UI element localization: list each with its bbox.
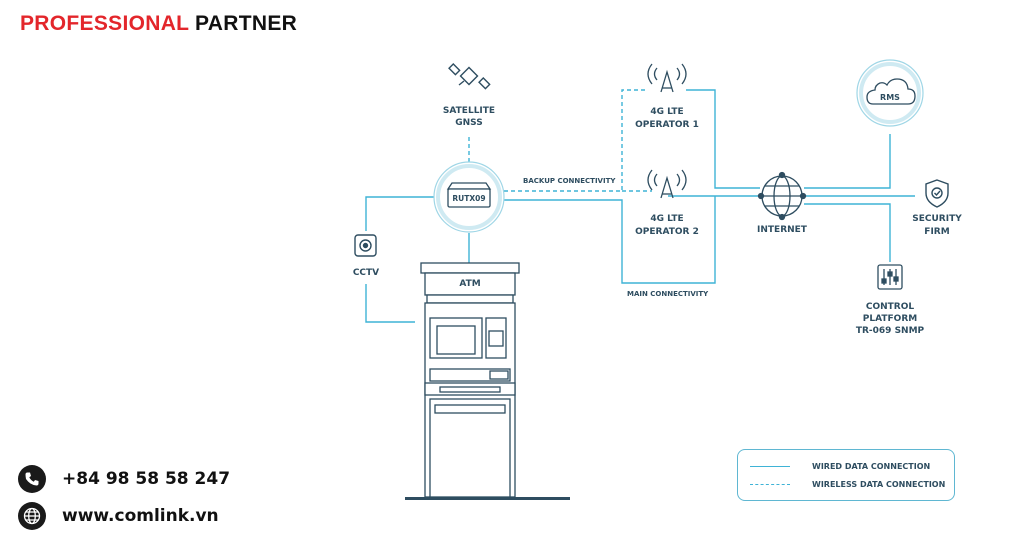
shield-icon (925, 179, 949, 208)
contact-phone[interactable]: +84 98 58 58 247 (18, 465, 230, 493)
router-icon (446, 182, 492, 208)
op2-label-1: 4G LTE (650, 214, 683, 224)
control-label-3: TR-069 SNMP (856, 326, 925, 336)
cell-tower-icon-op1 (647, 63, 687, 93)
globe-icon (757, 171, 807, 221)
phone-icon (18, 465, 46, 493)
security-label-1: SECURITY (912, 214, 962, 224)
satellite-label-1: SATELLITE (443, 106, 495, 116)
atm-label: ATM (459, 279, 480, 289)
wired-line-main (504, 196, 716, 284)
op2-label-2: OPERATOR 2 (635, 227, 699, 237)
contact-website[interactable]: www.comlink.vn (18, 502, 219, 530)
router-label: RUTX09 (452, 194, 485, 203)
legend-wired-swatch (750, 466, 790, 467)
op1-label-1: 4G LTE (650, 107, 683, 117)
legend-wireless-label: WIRELESS DATA CONNECTION (812, 480, 946, 489)
legend-box: WIRED DATA CONNECTION WIRELESS DATA CONN… (737, 449, 955, 501)
security-label-2: FIRM (924, 227, 949, 237)
cctv-icon (354, 234, 377, 257)
internet-label: INTERNET (757, 225, 808, 235)
satellite-icon (448, 63, 491, 90)
wired-line-control (804, 203, 891, 262)
connection-lines (365, 89, 915, 323)
phone-number: +84 98 58 58 247 (62, 469, 231, 489)
brand-part-2: PARTNER (195, 12, 298, 35)
sliders-icon (877, 264, 903, 290)
cloud-icon (866, 78, 916, 105)
brand-part-1: PROFESSIONAL (20, 12, 189, 35)
wired-line-rms (804, 134, 891, 189)
globe-web-icon (18, 502, 46, 530)
control-label-2: PLATFORM (863, 314, 917, 324)
cctv-label: CCTV (353, 268, 379, 278)
cell-tower-icon-op2 (647, 169, 687, 199)
brand-title: PROFESSIONAL PARTNER (20, 12, 297, 36)
satellite-label-2: GNSS (455, 118, 482, 128)
wired-line-cctv-atm (365, 284, 415, 323)
website-url: www.comlink.vn (62, 506, 219, 526)
legend-wired: WIRED DATA CONNECTION (750, 462, 930, 471)
main-connectivity-label: MAIN CONNECTIVITY (627, 290, 709, 298)
legend-wired-label: WIRED DATA CONNECTION (812, 462, 931, 471)
legend-wireless-swatch (750, 484, 790, 485)
op1-label-2: OPERATOR 1 (635, 120, 699, 130)
atm-machine (405, 262, 570, 500)
wired-line-cctv (365, 196, 436, 231)
backup-connectivity-label: BACKUP CONNECTIVITY (523, 177, 616, 185)
wireless-line-backup (504, 89, 648, 192)
control-label-1: CONTROL (866, 302, 915, 312)
rms-label: RMS (880, 93, 900, 102)
wired-line-op1-internet (686, 89, 760, 189)
legend-wireless: WIRELESS DATA CONNECTION (750, 480, 945, 489)
